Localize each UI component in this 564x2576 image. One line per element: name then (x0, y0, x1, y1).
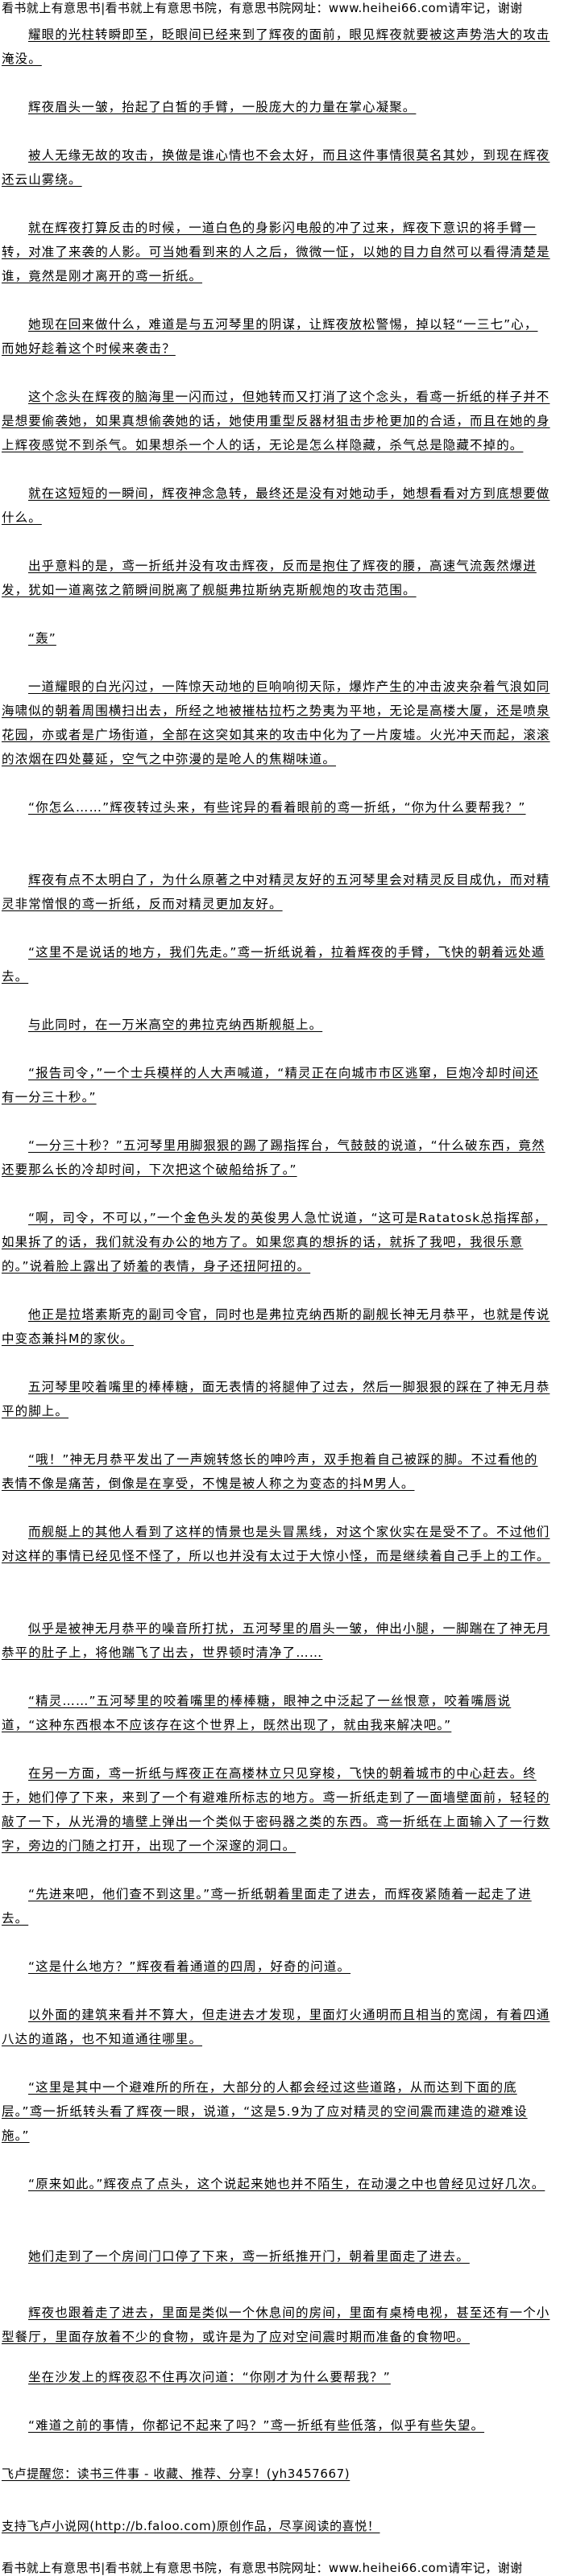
paragraph: 似乎是被神无月恭平的噪音所打扰，五河琴里的眉头一皱，伸出小腿，一脚踹在了神无月恭… (2, 1621, 550, 1660)
site-banner-top: 看书就上有意思书|看书就上有意思书院，有意思书院网址：www.heihei66.… (2, 1, 523, 15)
paragraph: “报告司令，”一个士兵模样的人大声喊道，“精灵正在向城市市区逃窜，巨炮冷却时间还… (2, 1066, 539, 1104)
paragraph: 她们走到了一个房间门口停了下来，鸢一折纸推开门，朝着里面走了进去。 (28, 2249, 470, 2264)
paragraph: 出乎意料的是，鸢一折纸并没有攻击辉夜，反而是抱住了辉夜的腰，高速气流轰然爆迸发，… (2, 559, 537, 597)
paragraph: “这里不是说话的地方，我们先走。”鸢一折纸说着，拉着辉夜的手臂，飞快的朝着远处遁… (2, 945, 545, 984)
paragraph: 被人无缘无故的攻击，换做是谁心情也不会太好，而且这件事情很莫名其妙，到现在辉夜还… (2, 148, 550, 187)
paragraph: 而舰艇上的其他人看到了这样的情景也是头冒黑线，对这个家伙实在是受不了。不过他们对… (2, 1525, 550, 1563)
paragraph: “难道之前的事情，你都记不起来了吗？”鸢一折纸有些低落，似乎有些失望。 (28, 2418, 485, 2433)
paragraph: 与此同时，在一万米高空的弗拉克纳西斯舰艇上。 (28, 1018, 323, 1032)
paragraph: 就在这短短的一瞬间，辉夜神念急转，最终还是没有对她动手，她想看看对方到底想要做什… (2, 486, 550, 525)
paragraph: “先进来吧，他们查不到这里。”鸢一折纸朝着里面走了进去，而辉夜紧随着一起走了进去… (2, 1887, 532, 1926)
support-notice: 支持飞卢小说网(http://b.faloo.com)原创作品，尽享阅读的喜悦！ (2, 2519, 380, 2533)
paragraph: 辉夜眉头一皱，抬起了白皙的手臂，一股庞大的力量在掌心凝聚。 (28, 100, 417, 114)
paragraph: “一分三十秒？”五河琴里用脚狠狠的踢了踢指挥台，气鼓鼓的说道，“什么破东西，竟然… (2, 1138, 545, 1177)
paragraph: 他正是拉塔素斯克的副司令官，同时也是弗拉克纳西斯的副舰长神无月恭平，也就是传说中… (2, 1307, 550, 1346)
paragraph: “这里是其中一个避难所的所在，大部分的人都会经过这些道路，从而达到下面的底层。”… (2, 2080, 528, 2143)
paragraph: 一道耀眼的白光闪过，一阵惊天动地的巨响响彻天际，爆炸产生的冲击波夹杂着气浪如同海… (2, 679, 550, 766)
paragraph: 这个念头在辉夜的脑海里一闪而过，但她转而又打消了这个念头，看鸢一折纸的样子并不是… (2, 390, 550, 452)
paragraph: 五河琴里咬着嘴里的棒棒糖，面无表情的将腿伸了过去，然后一脚狠狠的踩在了神无月恭平… (2, 1380, 550, 1418)
paragraph: 就在辉夜打算反击的时候，一道白色的身影闪电般的冲了过来，辉夜下意识的将手臂一转，… (2, 221, 550, 283)
site-banner-bottom: 看书就上有意思书|看书就上有意思书院，有意思书院网址：www.heihei66.… (2, 2561, 523, 2575)
paragraph: “哦！”神无月恭平发出了一声婉转悠长的呻吟声，双手抱着自己被踩的脚。不过看他的表… (2, 1452, 538, 1491)
paragraph: 耀眼的光柱转瞬即至，眨眼间已经来到了辉夜的面前，眼见辉夜就要被这声势浩大的攻击淹… (2, 27, 550, 66)
paragraph: 以外面的建筑来看并不算大，但走进去才发现，里面灯火通明而且相当的宽阔，有着四通八… (2, 2008, 550, 2046)
paragraph: “这是什么地方？”辉夜看着通道的四周，好奇的问道。 (28, 1959, 351, 1974)
paragraph: 辉夜有点不太明白了，为什么原著之中对精灵友好的五河琴里会对精灵反目成仇，而对精灵… (2, 873, 550, 911)
paragraph: 辉夜也跟着走了进去，里面是类似一个休息间的房间，里面有桌椅电视，甚至还有一个小型… (2, 2306, 550, 2344)
paragraph: “精灵……”五河琴里的咬着嘴里的棒棒糖，眼神之中泛起了一丝恨意，咬着嘴唇说道，“… (2, 1694, 512, 1732)
paragraph: 在另一方面，鸢一折纸与辉夜正在高楼林立只见穿梭，飞快的朝着城市的中心赶去。终于，… (2, 1766, 550, 1853)
paragraph: “你怎么……”辉夜转过头来，有些诧异的看着眼前的鸢一折纸，“你为什么要帮我？” (28, 800, 526, 815)
paragraph: “轰” (28, 631, 56, 646)
paragraph: 坐在沙发上的辉夜忍不住再次问道：“你刚才为什么要帮我？” (28, 2370, 391, 2384)
reader-reminder: 飞卢提醒您：读书三件事 - 收藏、推荐、分享！(yh3457667) (2, 2467, 350, 2481)
paragraph: 她现在回来做什么，难道是与五河琴里的阴谋，让辉夜放松警惕，掉以轻“一三七”心，而… (2, 317, 538, 356)
paragraph: “啊，司令，不可以，”一个金色头发的英俊男人急忙说道，“这可是Ratatosk总… (2, 1211, 548, 1274)
paragraph: “原来如此。”辉夜点了点头，这个说起来她也并不陌生，在动漫之中也曾经见过好几次。 (28, 2177, 545, 2191)
